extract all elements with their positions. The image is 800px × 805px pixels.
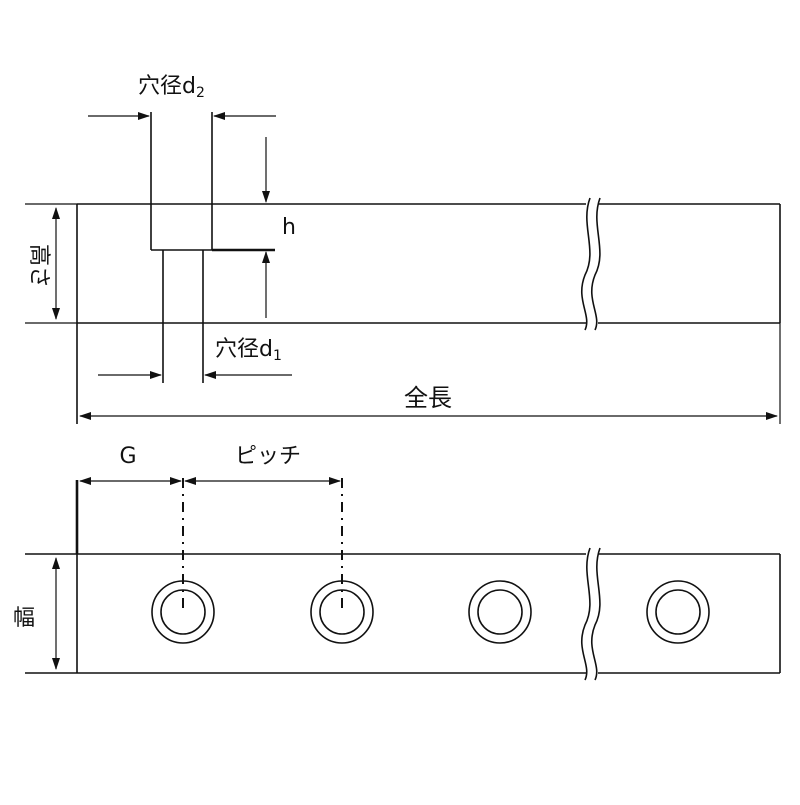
h-label: h xyxy=(282,215,296,240)
hole-3 xyxy=(468,580,532,644)
side-view: 穴径d2 h 高さ 穴径d1 全長 xyxy=(25,74,781,424)
height-label: 高さ xyxy=(26,244,51,288)
plate-break-mark-right xyxy=(590,547,601,681)
hole-d1-label: 穴径d1 xyxy=(215,337,282,364)
break-mark-right xyxy=(590,197,601,331)
break-mark-left xyxy=(580,197,591,331)
plate-break-mark-left xyxy=(580,547,591,681)
width-label: 幅 xyxy=(13,606,35,631)
hole-4 xyxy=(646,580,710,644)
pitch-label: ピッチ xyxy=(235,444,301,469)
g-label: G xyxy=(119,444,136,469)
hole-d2-label: 穴径d2 xyxy=(138,74,205,101)
top-view: G ピッチ 幅 xyxy=(13,444,781,681)
total-length-label: 全長 xyxy=(404,384,452,412)
